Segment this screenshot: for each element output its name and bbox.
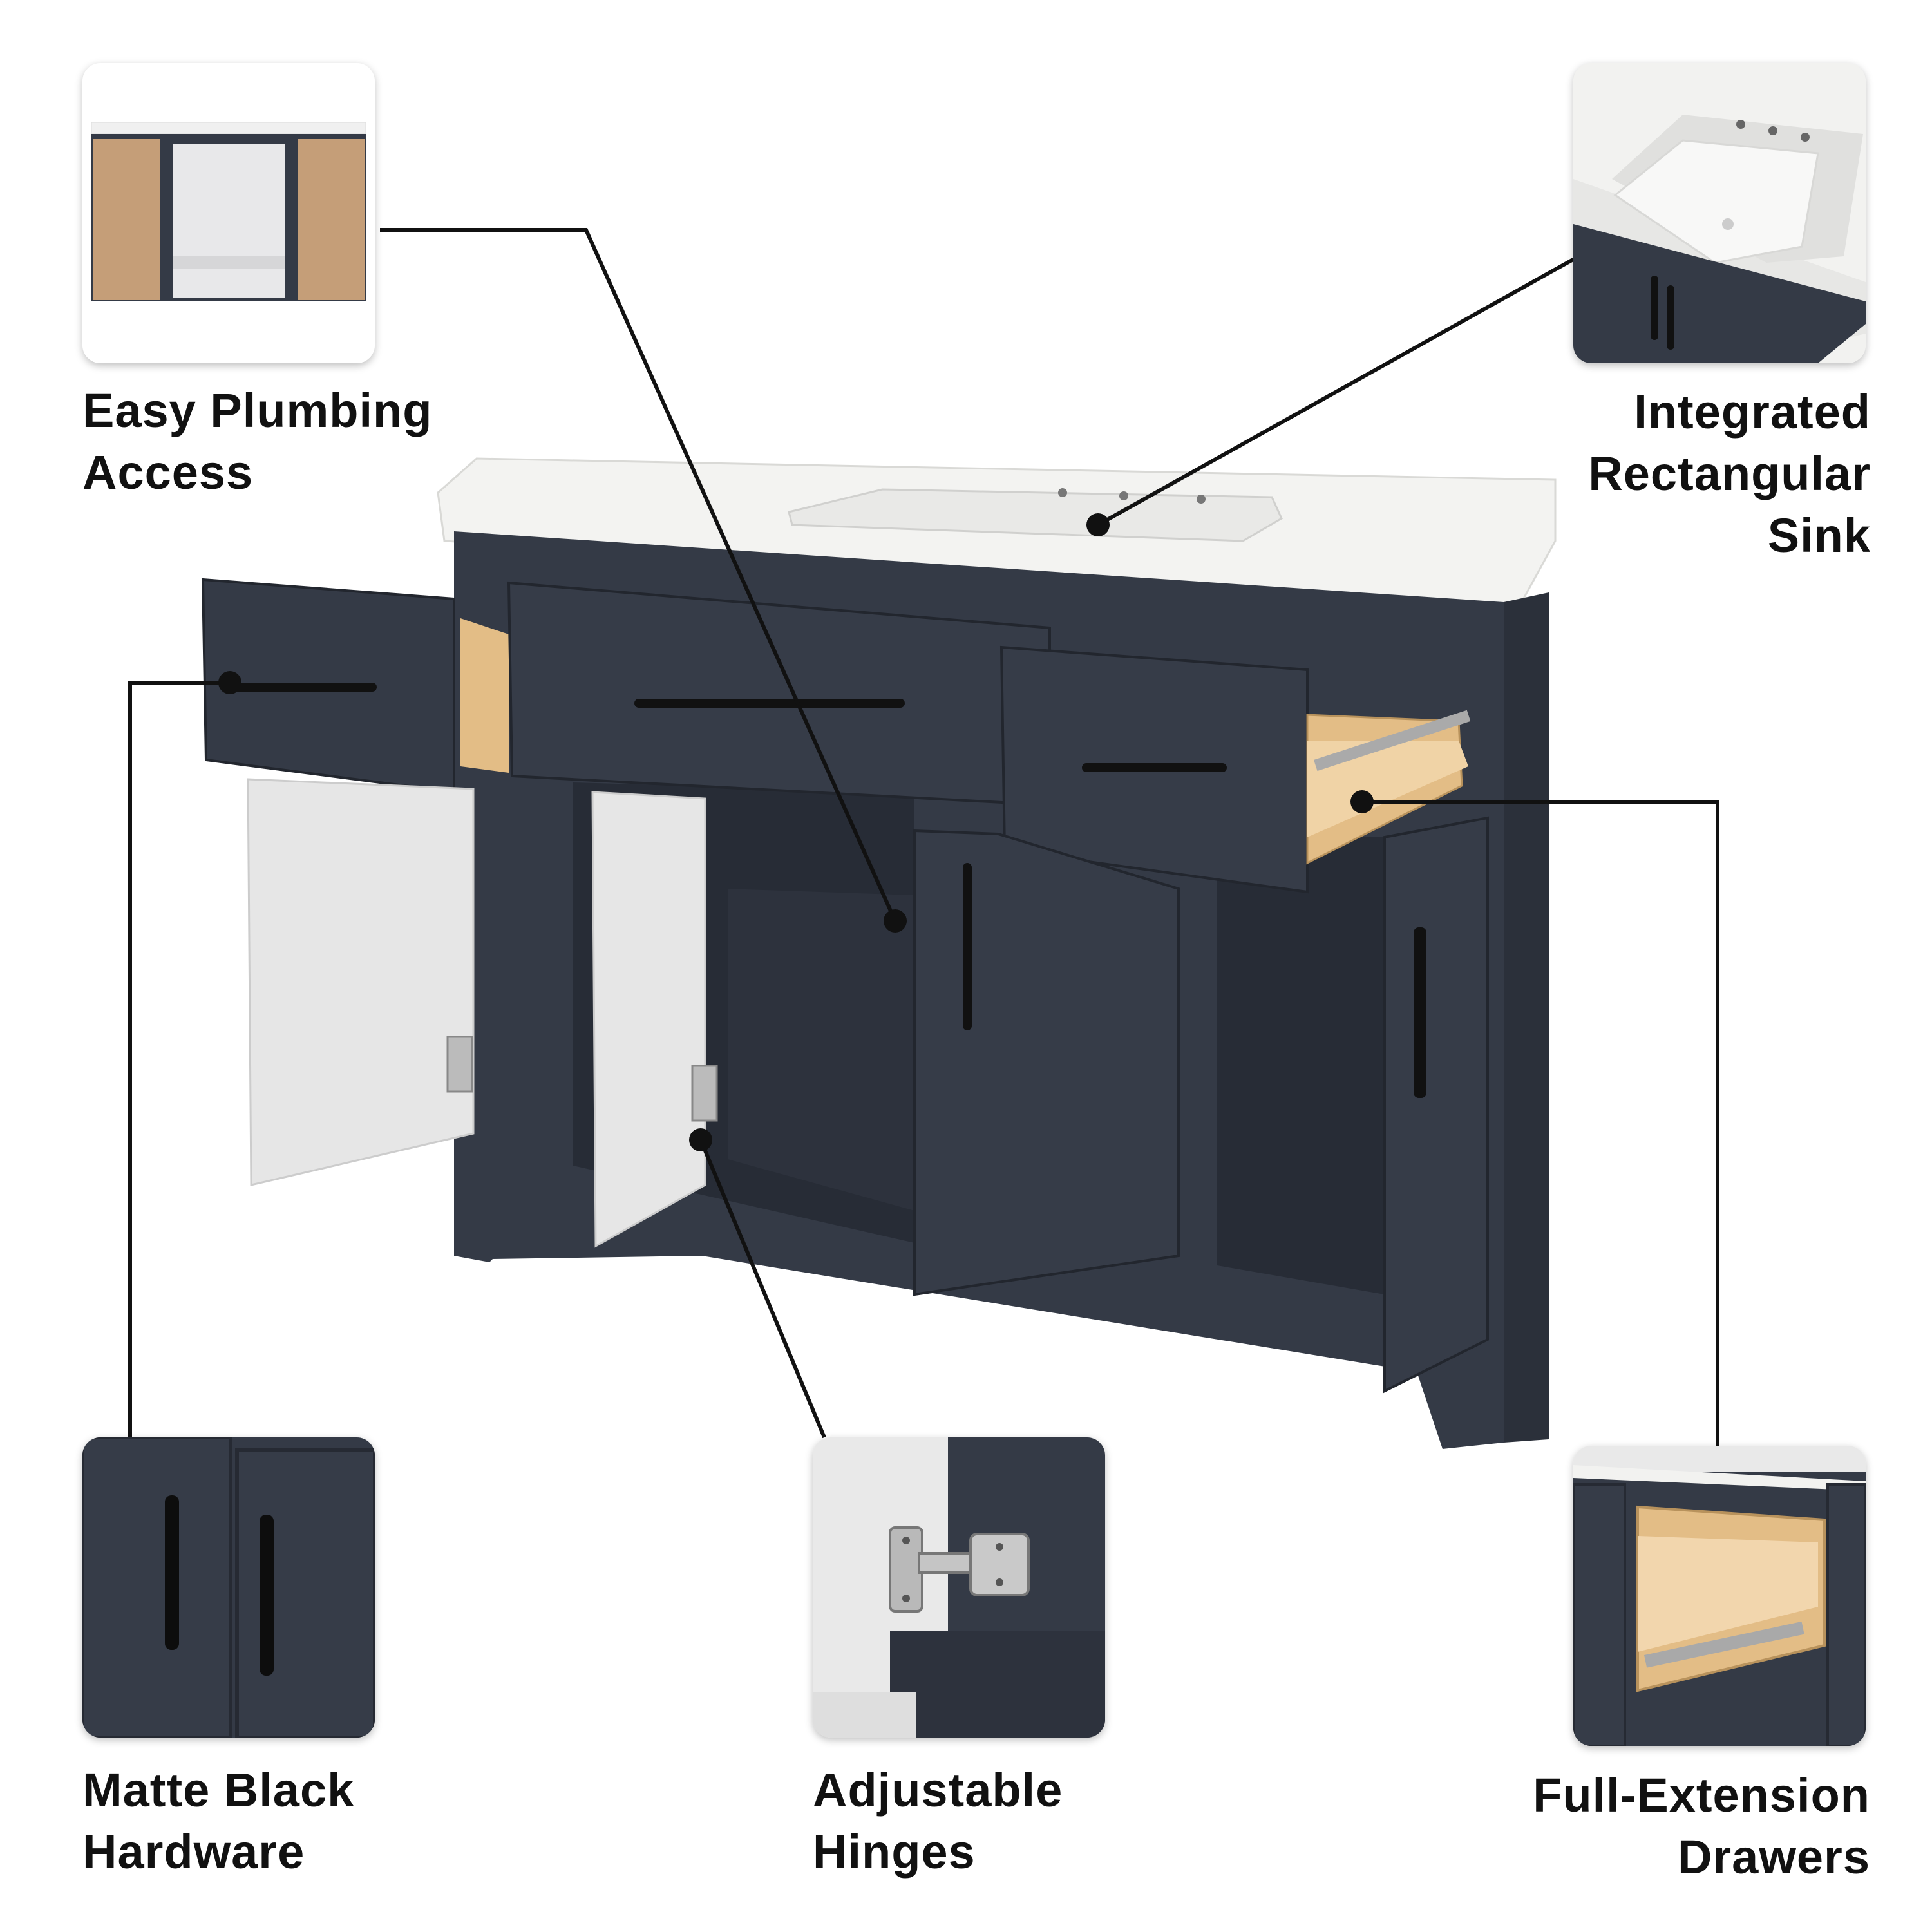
feature-label-hinges-line2: Hinges (813, 1825, 976, 1879)
feature-label-plumbing: Easy Plumbing Access (82, 380, 432, 504)
feature-label-plumbing-line1: Easy Plumbing (82, 384, 433, 437)
feature-label-sink: Integrated Rectangular Sink (1588, 381, 1871, 567)
adjustable-hinges-thumbnail (813, 1437, 1105, 1738)
feature-label-plumbing-line2: Access (82, 446, 254, 499)
feature-label-hardware-line2: Hardware (82, 1825, 305, 1879)
plumbing-access-thumbnail (82, 63, 375, 363)
feature-label-hinges: Adjustable Hinges (813, 1759, 1063, 1883)
feature-label-hinges-line1: Adjustable (813, 1763, 1063, 1817)
feature-label-hardware-line1: Matte Black (82, 1763, 355, 1817)
feature-label-sink-line1: Integrated (1634, 385, 1871, 439)
feature-label-drawers: Full-Extension Drawers (1533, 1765, 1870, 1888)
feature-label-sink-line2: Rectangular (1588, 447, 1871, 500)
integrated-sink-thumbnail (1573, 63, 1866, 363)
feature-label-drawers-line2: Drawers (1677, 1830, 1870, 1884)
feature-label-drawers-line1: Full-Extension (1533, 1768, 1870, 1822)
matte-black-hardware-thumbnail (82, 1437, 375, 1738)
feature-label-sink-line3: Sink (1767, 509, 1871, 562)
feature-label-hardware: Matte Black Hardware (82, 1759, 354, 1883)
full-extension-drawers-thumbnail (1573, 1446, 1866, 1746)
